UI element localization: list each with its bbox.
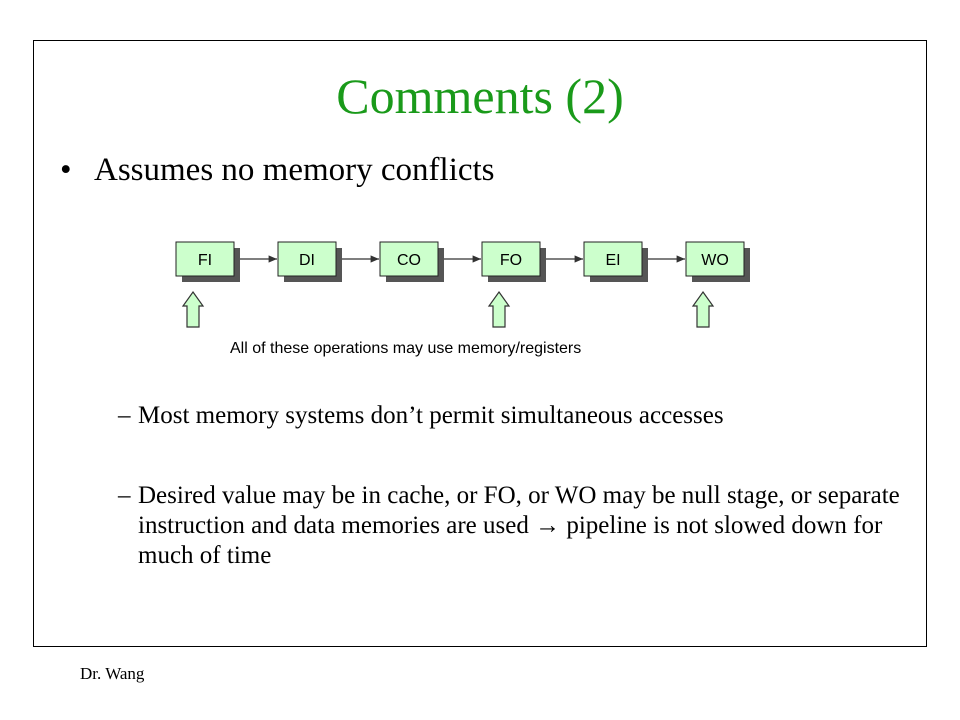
stage-box (481, 241, 541, 277)
subpoint-2: – Desired value may be in cache, or FO, … (118, 481, 908, 571)
stage-label: FI (198, 252, 212, 269)
stage-label: CO (397, 252, 421, 269)
subpoint-2-text: Desired value may be in cache, or FO, or… (138, 481, 908, 571)
subpoint-2-text-after: pipeline is not slowed down for much of … (138, 512, 883, 569)
up-arrow-icon (691, 290, 715, 328)
stage-fo: FO (481, 241, 546, 282)
stage-fi: FI (175, 241, 240, 282)
bullet-item: • Assumes no memory conflicts (60, 150, 495, 190)
stage-box (277, 241, 337, 277)
slide-frame (33, 40, 927, 647)
stage-box (685, 241, 745, 277)
footer-author: Dr. Wang (80, 664, 145, 683)
stage-label: FO (500, 252, 522, 269)
subpoint-1: – Most memory systems don’t permit simul… (118, 401, 908, 431)
stage-box (175, 241, 235, 277)
stage-ei: EI (583, 241, 648, 282)
stage-wo: WO (685, 241, 750, 282)
stage-co: CO (379, 241, 444, 282)
subpoint-1-text: Most memory systems don’t permit simulta… (138, 402, 724, 429)
stage-label: DI (299, 252, 315, 269)
bullet-text: Assumes no memory conflicts (94, 152, 495, 188)
stage-label: EI (605, 252, 620, 269)
stage-box (379, 241, 439, 277)
bullet-dot: • (60, 152, 72, 188)
subpoint-2-text-before: Desired value may be in cache, or FO, or… (138, 482, 900, 539)
up-arrow-icon (181, 290, 205, 328)
stage-label: WO (701, 252, 729, 269)
right-arrow-icon: → (535, 512, 561, 539)
pipeline-diagram: FI DI CO FO EI WO All of these operations may… (160, 230, 800, 365)
sub-dash: – (118, 402, 131, 429)
slide-title: Comments (2) (336, 68, 624, 124)
stage-box (583, 241, 643, 277)
sub-dash: – (118, 482, 131, 509)
up-arrow-icon (487, 290, 511, 328)
pipeline-svg: FI DI CO FO EI WO All of these operations may… (175, 241, 750, 357)
stage-di: DI (277, 241, 342, 282)
diagram-caption: All of these operations may use memory/r… (230, 340, 581, 357)
